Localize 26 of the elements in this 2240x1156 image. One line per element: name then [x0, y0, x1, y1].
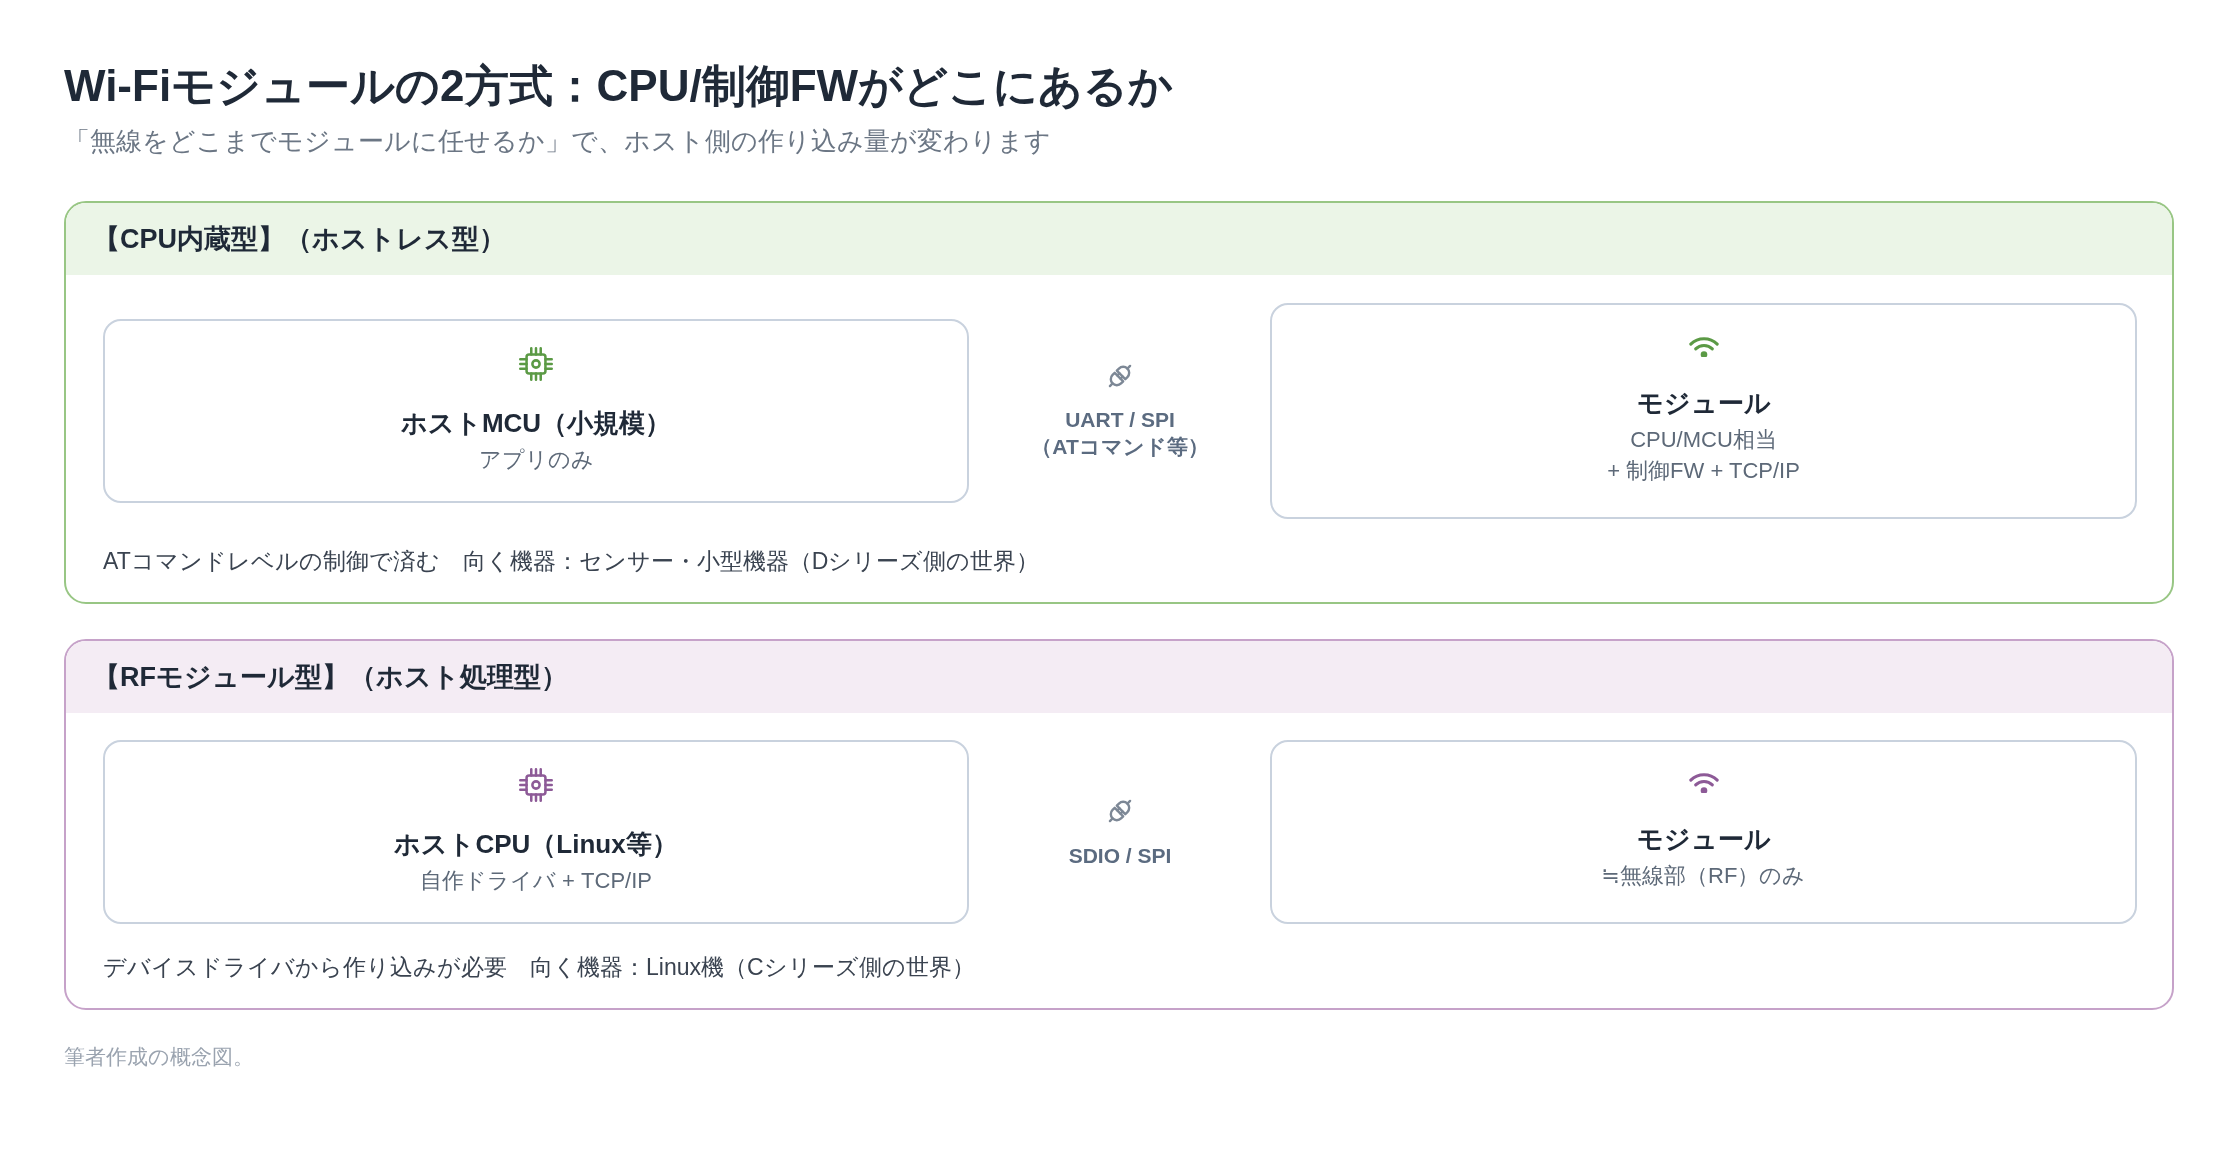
panel-heading: 【CPU内蔵型】（ホストレス型） [93, 223, 506, 256]
panel-note: 向く機器：センサー・小型機器（Dシリーズ側の世界） [462, 548, 1040, 574]
card-title: モジュール [1636, 386, 1771, 419]
card-description: アプリのみ [478, 446, 594, 474]
card-title: モジュール [1636, 823, 1771, 855]
diagram-title: Wi-Fiモジュールの2方式：CPU/制御FWがどこにあるか [64, 60, 1174, 112]
card-description: CPU/MCU相当 [1630, 425, 1777, 454]
panel-note: ATコマンドレベルの制御で済む [103, 548, 440, 574]
host-card [103, 740, 969, 924]
card-description: + 制御FW + TCP/IP [1607, 456, 1800, 485]
subtitle: 「無線をどこまでモジュールに任せるか」で、ホスト側の作り込み量が変わります [64, 125, 1051, 158]
interface-label: UART / SPI（ATコマンド等） [1031, 408, 1209, 458]
panel [64, 201, 2174, 604]
module-card [1270, 740, 2137, 924]
interface-label: SDIO / SPI [1068, 844, 1172, 867]
module-card [1270, 303, 2137, 519]
panel-heading: 【RFモジュール型】（ホスト処理型） [93, 661, 568, 694]
caption: 筆者作成の概念図。 [64, 1044, 254, 1070]
card-description: 自作ドライバ + TCP/IP [420, 867, 652, 895]
panel [64, 639, 2174, 1010]
host-card [103, 319, 969, 503]
panel-note: 向く機器：Linux機（Cシリーズ側の世界） [530, 954, 975, 980]
card-description: ≒無線部（RF）のみ [1601, 862, 1806, 890]
card-title: ホストCPU（Linux等） [394, 828, 678, 860]
panel-note: デバイスドライバから作り込みが必要 [103, 954, 507, 980]
card-title: ホストMCU（小規模） [400, 407, 672, 439]
